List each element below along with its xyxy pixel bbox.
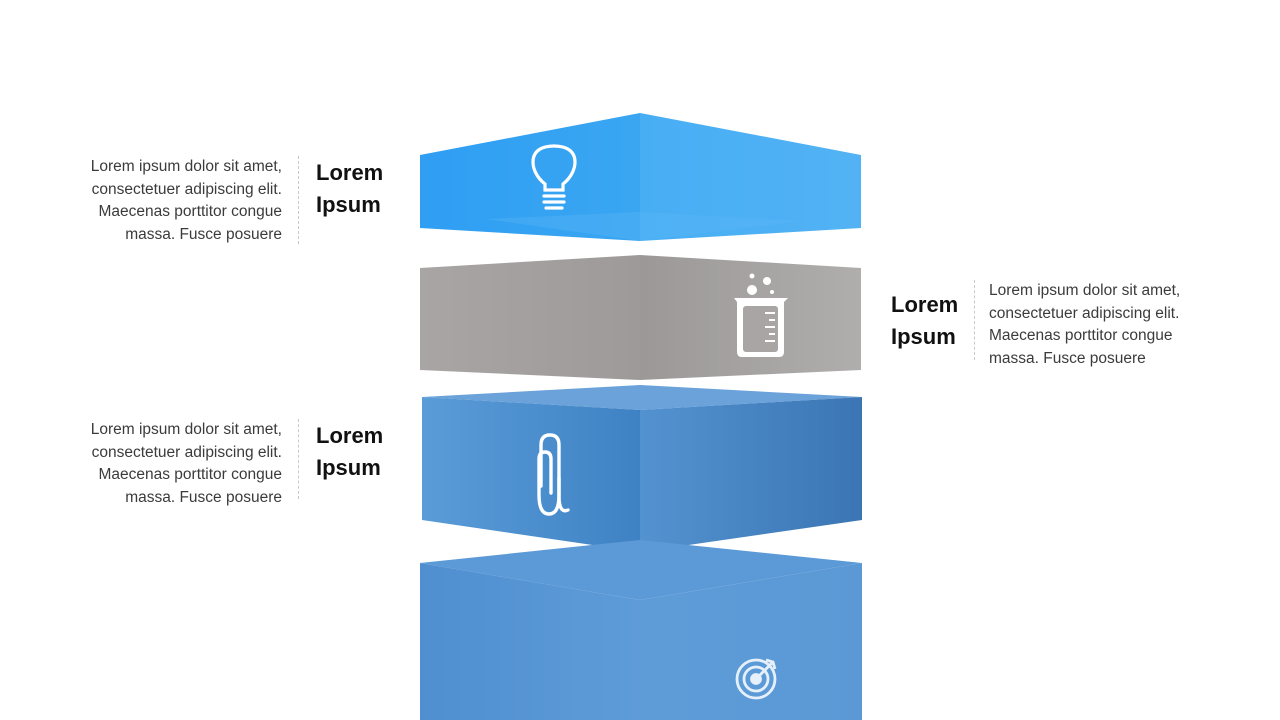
item-1-description: Lorem ipsum dolor sit amet, consectetuer… [90, 158, 282, 243]
item-3-divider [298, 419, 299, 499]
target-icon [735, 658, 777, 700]
item-2-description: Lorem ipsum dolor sit amet, consectetuer… [989, 282, 1181, 367]
item-1-divider [298, 156, 299, 244]
block-4 [420, 540, 862, 720]
paperclip-icon [537, 433, 570, 516]
lightbulb-icon [531, 144, 577, 210]
block-3 [422, 385, 862, 552]
item-2-title: Lorem Ipsum [891, 292, 959, 349]
item-3-description: Lorem ipsum dolor sit amet, consectetuer… [90, 421, 282, 506]
item-1-title: Lorem Ipsum [316, 160, 384, 217]
block-1 [420, 113, 861, 241]
beaker-icon [734, 273, 788, 357]
block-2 [420, 255, 861, 380]
item-3-title: Lorem Ipsum [316, 423, 384, 480]
item-2-divider [974, 280, 975, 360]
